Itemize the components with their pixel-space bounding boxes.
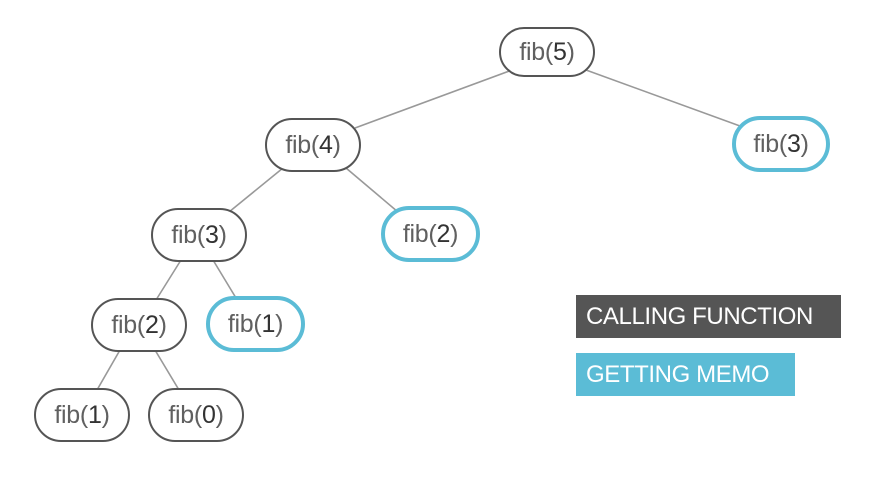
node-close-paren: ) [158, 310, 167, 339]
legend-calling-function: CALLING FUNCTION [576, 295, 841, 338]
node-function-name: fib [171, 220, 197, 249]
node-open-paren: ( [253, 309, 262, 338]
edge-n4-n2m [345, 167, 399, 213]
edge-n3-n1m [212, 259, 237, 299]
node-function-name: fib [402, 219, 429, 248]
node-function-name: fib [227, 309, 254, 338]
node-function-name: fib [519, 37, 545, 66]
node-open-paren: ( [196, 220, 205, 249]
node-function-name: fib [111, 310, 137, 339]
legend-getting-memo: GETTING MEMO [576, 353, 795, 396]
call-node-fib-2: fib(2) [91, 298, 187, 352]
edge-n3-n2 [155, 259, 182, 301]
node-open-paren: ( [79, 400, 88, 429]
edge-n2-n0 [154, 349, 180, 391]
call-node-fib-3: fib(3) [151, 208, 247, 262]
node-close-paren: ) [218, 220, 227, 249]
node-argument: 3 [786, 129, 801, 158]
node-open-paren: ( [778, 129, 787, 158]
edge-n5-n3m [585, 69, 741, 127]
node-argument: 2 [144, 310, 159, 339]
node-argument: 4 [318, 130, 333, 159]
legend-calling-label: CALLING FUNCTION [586, 302, 813, 330]
node-close-paren: ) [275, 309, 284, 338]
edge-n5-n4 [354, 69, 513, 129]
node-close-paren: ) [215, 400, 224, 429]
call-node-fib-4: fib(4) [265, 118, 361, 172]
node-open-paren: ( [193, 400, 202, 429]
edge-n4-n3 [228, 167, 284, 213]
node-open-paren: ( [428, 219, 437, 248]
node-close-paren: ) [101, 400, 110, 429]
node-open-paren: ( [544, 37, 553, 66]
node-open-paren: ( [310, 130, 319, 159]
node-function-name: fib [168, 400, 194, 429]
node-argument: 1 [87, 400, 102, 429]
memo-node-fib-3: fib(3) [732, 116, 830, 172]
node-function-name: fib [753, 129, 779, 158]
call-node-fib-1: fib(1) [34, 388, 130, 442]
node-close-paren: ) [332, 130, 341, 159]
memo-node-fib-1: fib(1) [206, 296, 305, 352]
call-node-fib-5: fib(5) [499, 27, 595, 77]
node-argument: 2 [436, 219, 451, 248]
node-close-paren: ) [566, 37, 575, 66]
node-argument: 5 [552, 37, 567, 66]
legend-memo-label: GETTING MEMO [586, 360, 770, 388]
node-function-name: fib [285, 130, 311, 159]
node-argument: 3 [204, 220, 219, 249]
edge-n2-n1 [96, 349, 121, 391]
node-close-paren: ) [800, 129, 809, 158]
node-argument: 1 [261, 309, 276, 338]
node-close-paren: ) [450, 219, 459, 248]
call-node-fib-0: fib(0) [148, 388, 244, 442]
node-open-paren: ( [136, 310, 145, 339]
node-function-name: fib [54, 400, 80, 429]
node-argument: 0 [201, 400, 216, 429]
memo-node-fib-2: fib(2) [381, 206, 480, 262]
